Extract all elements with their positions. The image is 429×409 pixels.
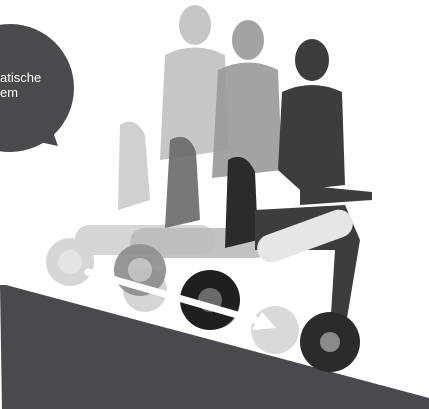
callout-text: atische em	[0, 70, 70, 100]
callout-line-2: em	[0, 85, 70, 100]
callout-line-1: atische	[0, 70, 70, 85]
